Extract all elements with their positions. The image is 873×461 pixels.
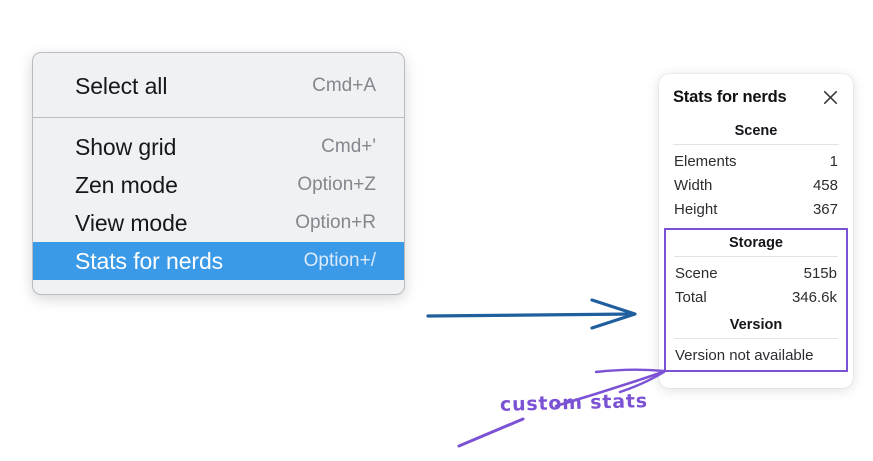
- menu-item-shortcut: Option+/: [303, 250, 376, 271]
- stat-label: Width: [674, 176, 713, 194]
- stat-label: Total: [675, 288, 707, 306]
- stat-value: 458: [812, 176, 838, 194]
- close-icon[interactable]: [822, 89, 839, 106]
- annotation-label-custom-stats: custom stats: [499, 390, 649, 416]
- purple-underline-stroke: [457, 417, 525, 448]
- section-heading-storage: Storage: [729, 235, 783, 251]
- menu-item-label: View mode: [75, 209, 188, 236]
- section-divider: [674, 338, 838, 339]
- table-row: Scene 515b: [674, 261, 838, 285]
- stat-label: Elements: [674, 152, 737, 170]
- stat-label: Scene: [675, 264, 718, 282]
- section-heading-scene: Scene: [734, 123, 778, 139]
- menu-item-label: Select all: [75, 72, 168, 99]
- stat-value: 367: [812, 200, 838, 218]
- stat-value: 346.6k: [791, 288, 837, 306]
- version-text: Version not available: [675, 347, 814, 364]
- table-row: Height 367: [673, 197, 839, 221]
- menu-group-view: Show grid Cmd+' Zen mode Option+Z View m…: [33, 118, 404, 294]
- stats-section-storage: Storage Scene 515b Total 346.6k: [674, 233, 838, 309]
- menu-separator: [33, 117, 404, 118]
- menu-item-shortcut: Cmd+': [321, 136, 376, 157]
- section-divider: [673, 144, 839, 145]
- stats-section-version: Version Version not available: [674, 309, 838, 365]
- section-heading-version: Version: [729, 317, 783, 333]
- menu-item-label: Show grid: [75, 133, 177, 160]
- stat-label: Height: [674, 200, 718, 218]
- menu-item-show-grid[interactable]: Show grid Cmd+': [33, 128, 404, 166]
- stats-section-scene: Scene Elements 1 Width 458 Height 367: [673, 121, 839, 221]
- menu-item-select-all[interactable]: Select all Cmd+A: [33, 67, 404, 105]
- table-row: Elements 1: [673, 149, 839, 173]
- menu-item-shortcut: Option+R: [295, 212, 376, 233]
- menu-item-zen-mode[interactable]: Zen mode Option+Z: [33, 166, 404, 204]
- menu-group-selection: Select all Cmd+A: [33, 53, 404, 117]
- context-menu[interactable]: Select all Cmd+A Show grid Cmd+' Zen mod…: [32, 52, 405, 295]
- stat-value: 515b: [803, 264, 837, 282]
- menu-item-label: Zen mode: [75, 171, 178, 198]
- stats-for-nerds-panel[interactable]: Stats for nerds Scene Elements 1 Width 4…: [659, 74, 853, 388]
- panel-header: Stats for nerds: [673, 88, 839, 107]
- menu-item-view-mode[interactable]: View mode Option+R: [33, 204, 404, 242]
- table-row: Total 346.6k: [674, 285, 838, 309]
- table-row: Width 458: [673, 173, 839, 197]
- panel-title: Stats for nerds: [673, 88, 787, 106]
- menu-item-shortcut: Cmd+A: [312, 75, 376, 96]
- menu-item-stats-for-nerds[interactable]: Stats for nerds Option+/: [33, 242, 404, 280]
- menu-item-label: Stats for nerds: [75, 247, 224, 274]
- blue-arrow: [426, 298, 637, 330]
- section-divider: [674, 256, 838, 257]
- custom-stats-highlight-box: Storage Scene 515b Total 346.6k Version …: [664, 228, 848, 372]
- menu-item-shortcut: Option+Z: [297, 174, 376, 195]
- stat-value: 1: [829, 152, 838, 170]
